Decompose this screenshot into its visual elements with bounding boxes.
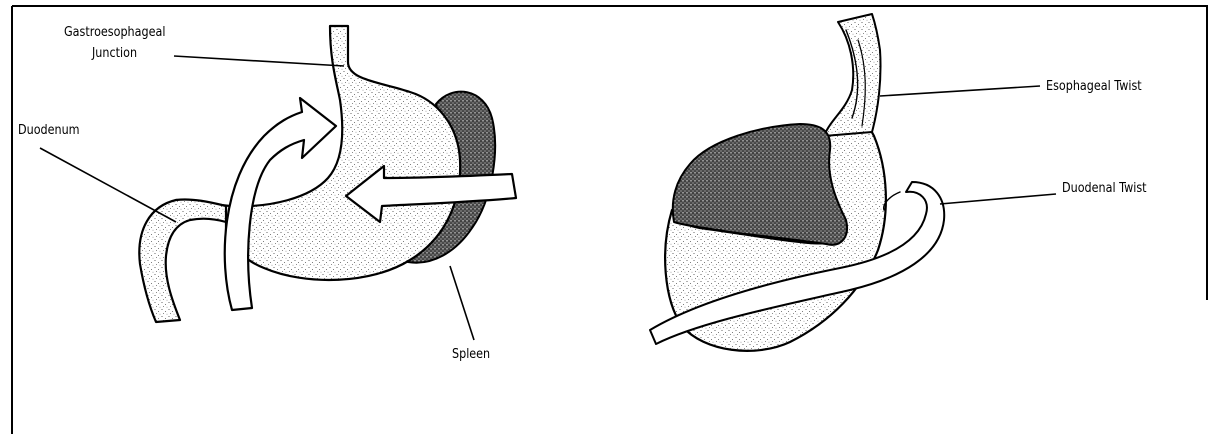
duodenum-shape — [139, 199, 226, 322]
leader-lines-right — [880, 86, 1056, 204]
label-gastroesophageal: Gastroesophageal — [64, 24, 165, 41]
label-spleen: Spleen — [452, 346, 490, 363]
right-illustration — [650, 14, 944, 351]
fundus-shape — [673, 124, 847, 245]
label-esophageal-twist: Esophageal Twist — [1046, 78, 1142, 95]
label-duodenum: Duodenum — [18, 122, 80, 139]
label-duodenal-twist: Duodenal Twist — [1062, 180, 1147, 197]
left-illustration — [139, 26, 516, 322]
label-junction: Junction — [92, 45, 137, 62]
